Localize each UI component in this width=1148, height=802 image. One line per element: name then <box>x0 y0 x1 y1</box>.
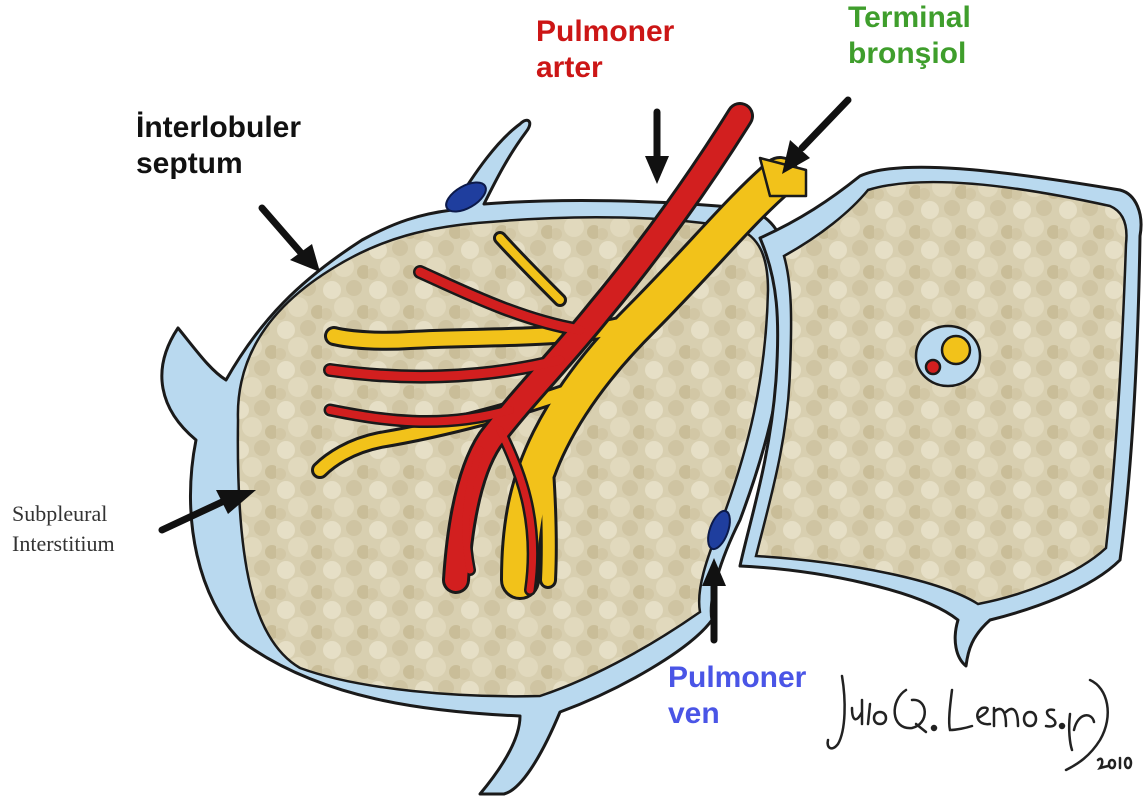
label-pulmonary-vein-line-1: Pulmoner <box>668 660 806 696</box>
label-interlobular-septum-line-2: septum <box>136 146 301 182</box>
arrow-pulmonary-artery <box>645 112 669 184</box>
label-pulmonary-vein: Pulmoner ven <box>668 660 806 732</box>
label-interlobular-septum-line-1: İnterlobuler <box>136 110 301 146</box>
bronchiole-branch-4 <box>546 470 549 580</box>
bronchovascular-cross-section <box>916 326 980 386</box>
label-pulmonary-artery: Pulmoner arter <box>536 14 674 86</box>
label-subpleural-interstitium: Subpleural Interstitium <box>12 499 115 559</box>
arrow-interlobular-septum <box>262 208 320 272</box>
label-subpleural-line-2: Interstitium <box>12 529 115 559</box>
label-interlobular-septum: İnterlobuler septum <box>136 110 301 182</box>
arrow-terminal-bronchiole <box>782 100 848 174</box>
label-pulmonary-vein-line-2: ven <box>668 696 806 732</box>
right-lobule-parenchyma <box>756 182 1126 604</box>
label-pulmonary-artery-line-2: arter <box>536 50 674 86</box>
label-terminal-bronchiole-line-1: Terminal <box>848 0 971 36</box>
artist-signature <box>828 676 1131 770</box>
label-terminal-bronchiole-line-2: bronşiol <box>848 36 971 72</box>
label-subpleural-line-1: Subpleural <box>12 499 115 529</box>
label-terminal-bronchiole: Terminal bronşiol <box>848 0 971 72</box>
bundle-artery <box>926 360 940 374</box>
label-pulmonary-artery-line-1: Pulmoner <box>536 14 674 50</box>
bundle-bronchiole <box>942 336 970 364</box>
